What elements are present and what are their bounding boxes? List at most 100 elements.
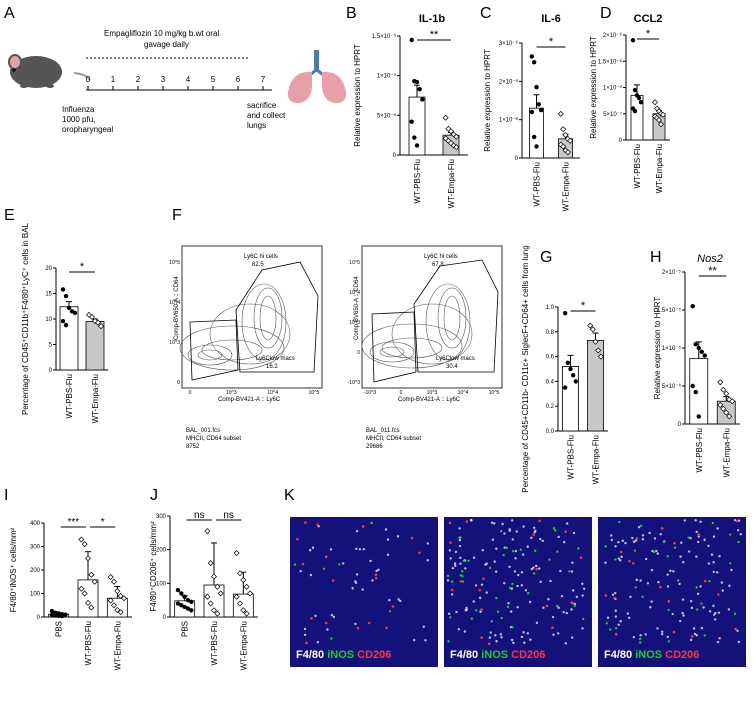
ihc-dot	[556, 604, 559, 608]
ihc-dot	[464, 567, 467, 570]
ihc-dot	[503, 582, 506, 585]
ihc-dot	[446, 579, 450, 582]
ihc-dot	[481, 549, 484, 552]
ihc-dot	[696, 592, 700, 595]
flow-xtick: 10^5	[309, 390, 320, 396]
ihc-dot	[631, 536, 634, 540]
ihc-dot	[514, 557, 517, 560]
ihc-dot	[720, 581, 724, 584]
ihc-dot	[718, 555, 721, 558]
chart-title: IL-1b	[419, 13, 446, 25]
ihc-dot	[703, 579, 707, 583]
data-point	[185, 606, 191, 611]
data-point	[237, 600, 243, 607]
k-label-cd206-1: CD206	[357, 649, 391, 661]
endpoint-line-2: and collect	[247, 111, 286, 120]
ihc-dot	[515, 530, 518, 533]
ihc-dot	[551, 615, 555, 619]
y-tick-label: 1.5×10⁻⁶	[598, 58, 623, 65]
flow-contours-left	[179, 283, 291, 371]
ihc-dot	[557, 632, 560, 635]
ihc-dot	[303, 627, 307, 631]
ihc-dot	[573, 604, 577, 607]
data-point	[91, 578, 98, 585]
ihc-dot	[736, 629, 739, 632]
data-point	[453, 133, 460, 140]
data-point	[538, 107, 544, 113]
data-point	[562, 311, 568, 316]
ihc-dot	[520, 584, 524, 587]
y-tick-label: 300	[156, 514, 167, 520]
data-point	[179, 603, 184, 608]
data-point	[531, 59, 537, 65]
y-tick-label: 5	[49, 343, 53, 349]
ihc-dot	[542, 606, 545, 609]
ihc-dot	[634, 586, 637, 589]
flow-xtick: 10^3	[226, 390, 237, 396]
gate-low-label-right: Ly6Clow macs	[436, 356, 475, 362]
data-point	[114, 606, 121, 613]
ihc-dot	[502, 553, 505, 557]
flow-ytick: -10^3	[348, 380, 361, 386]
bar	[689, 358, 709, 425]
ihc-dot	[470, 617, 474, 620]
ihc-dot	[510, 638, 514, 642]
ihc-dot	[708, 579, 711, 583]
ihc-dot	[539, 537, 542, 541]
y-tick-label: 200	[156, 548, 167, 554]
ihc-dot	[729, 562, 732, 565]
ihc-dot	[458, 527, 461, 530]
ihc-dot	[692, 627, 696, 630]
ihc-image-pbs-flu	[444, 517, 592, 667]
data-point	[240, 607, 247, 614]
y-tick-label: 0.4	[546, 379, 555, 385]
ihc-dot	[459, 556, 462, 560]
ihc-dot	[672, 570, 675, 573]
ihc-dot	[388, 599, 391, 602]
panel-letter-g: G	[540, 249, 552, 266]
data-point	[587, 322, 594, 329]
ihc-dot	[517, 573, 520, 577]
y-tick-label: 1×10⁻⁶	[499, 117, 519, 124]
y-tick-label: 0	[515, 156, 519, 162]
ihc-dot	[646, 582, 650, 585]
flow-xtick: 0	[189, 390, 192, 396]
category-label: WT-PBS-Flu	[567, 435, 576, 479]
y-axis-label: F4/80⁺iNOS⁺ cells/mm²	[9, 527, 18, 612]
ihc-dot	[617, 557, 620, 560]
y-tick-label: 300	[30, 545, 41, 551]
panel-f-right: Ly6C hi cells 67.8 Ly6Clow macs 30.4 Com…	[348, 245, 503, 450]
ihc-dot	[707, 562, 711, 565]
data-point	[243, 583, 250, 590]
panel-letter-j: J	[150, 487, 158, 504]
ihc-dot	[424, 639, 427, 642]
ihc-dot	[461, 580, 465, 583]
flow-count-left: 8752	[186, 444, 200, 450]
ihc-dot	[650, 568, 654, 572]
ihc-dot	[367, 621, 371, 625]
ihc-dot	[609, 628, 612, 631]
infection-line-1: Influenza	[62, 105, 95, 114]
sig-label: ns	[194, 510, 205, 521]
category-label: WT-Empa-Flu	[113, 621, 122, 670]
ihc-dot	[519, 548, 522, 551]
ihc-dot	[613, 596, 616, 600]
k-label-1: F4/80 iNOS CD206	[296, 649, 391, 661]
ihc-dot	[314, 614, 317, 618]
ihc-dot	[316, 641, 320, 644]
data-point	[60, 318, 66, 324]
k-label-cd206-3: CD206	[665, 649, 699, 661]
y-tick-label: 400	[30, 521, 41, 527]
day-label-2: 2	[136, 75, 141, 84]
ihc-dot	[656, 552, 659, 555]
y-tick-label: 1×10⁻⁶	[603, 85, 623, 92]
k-label-f480-1: F4/80	[296, 649, 327, 661]
data-point	[630, 38, 636, 43]
flow-yaxis-right: Comp-BV650-A :: CD64	[354, 276, 360, 340]
ihc-dot	[641, 538, 645, 541]
ihc-dot	[624, 541, 627, 545]
ihc-dot	[478, 588, 482, 592]
ihc-dot	[494, 570, 498, 573]
sig-label: *	[549, 36, 554, 48]
